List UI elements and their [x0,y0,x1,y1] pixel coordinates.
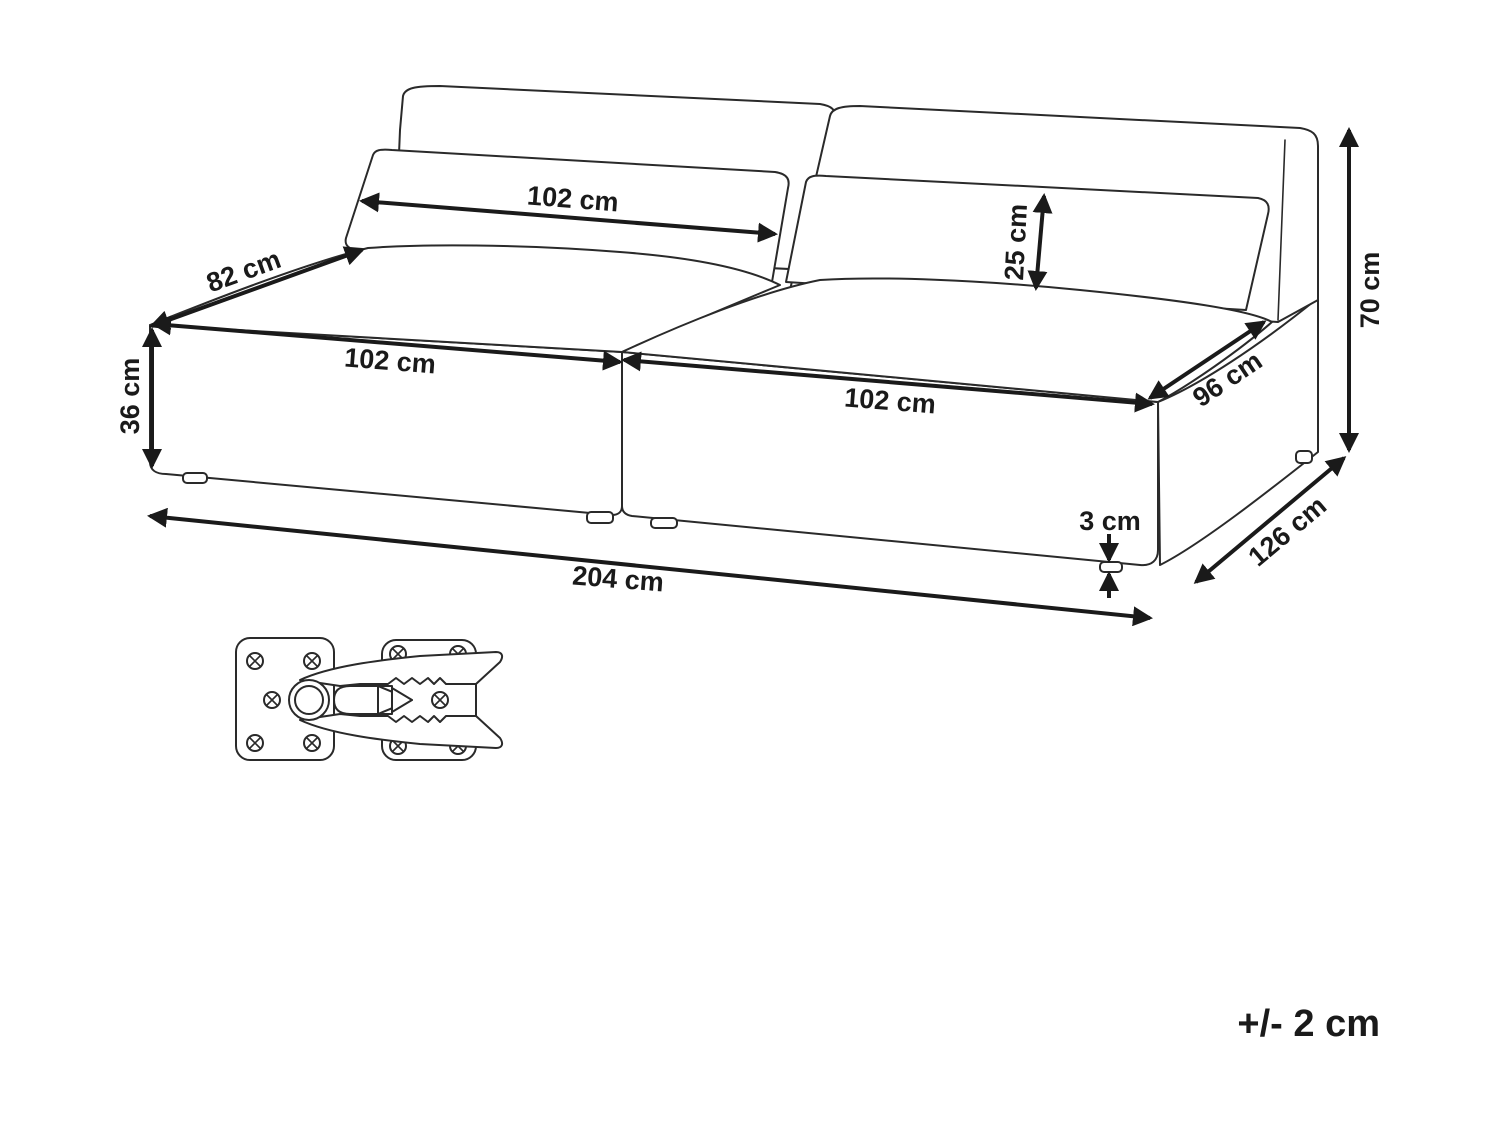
connector-jaw-upper [299,651,504,687]
leg [1099,561,1123,573]
label-seat-width-left: 102 cm [343,342,437,379]
leg [1295,450,1313,464]
sofa-drawing [149,85,1319,573]
label-cushion-width: 102 cm [526,180,620,217]
dim-line-total-depth-seat [1147,320,1267,400]
connector-clip-detail [235,637,504,761]
screw-icon [303,734,321,752]
dim-line-seat-depth [149,246,365,330]
leg [650,517,678,529]
dim-line-total-width [147,507,1153,627]
screw-icon [303,652,321,670]
label-seat-width-right: 102 cm [843,382,937,419]
label-total-width: 204 cm [571,560,665,597]
screw-icon [246,652,264,670]
dim-line-backrest-height [1027,193,1053,291]
screw-icon [431,691,449,709]
connector-jaw-lower [299,713,504,749]
connector-wedge-inner [391,687,413,713]
label-leg-height: 3 cm [1079,506,1141,536]
label-total-height: 70 cm [1355,252,1385,329]
screw-icon [263,691,281,709]
right-back-front-edge [1277,139,1286,321]
dim-line-seat-width-right [621,351,1155,413]
tolerance-label: +/- 2 cm [1237,1003,1380,1045]
leg [586,511,614,524]
dimension-lines [142,127,1359,627]
dim-line-total-depth [1193,456,1347,584]
leg [182,472,208,484]
dim-line-seat-width-left [151,315,623,371]
connector-pivot-inner [294,685,324,715]
label-seat-height: 36 cm [115,358,145,435]
screw-icon [246,734,264,752]
label-backrest-height: 25 cm [999,203,1033,281]
dim-line-cushion-width [359,192,778,243]
right-back-cushion [785,174,1270,311]
